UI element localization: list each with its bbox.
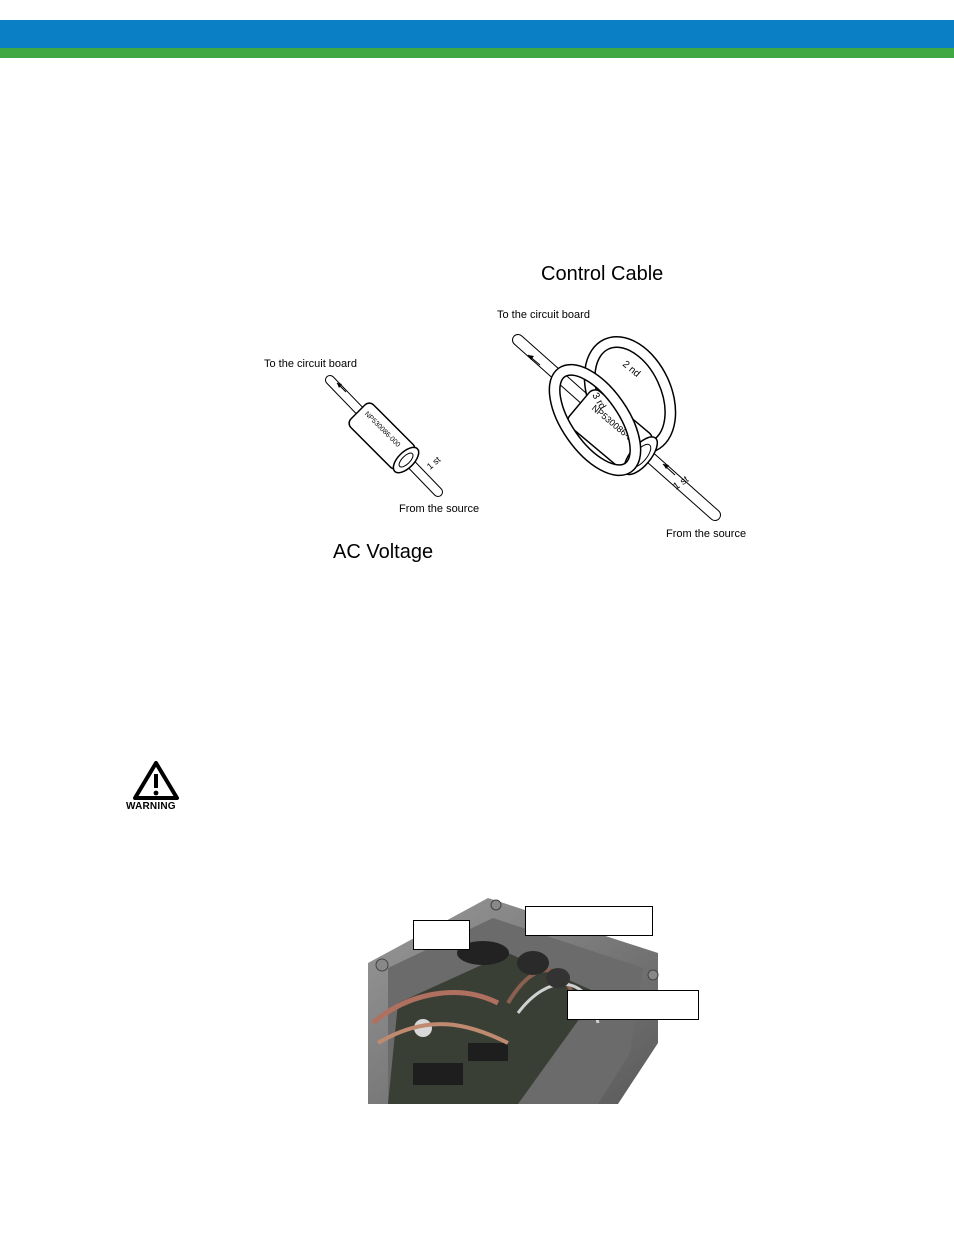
control-cable-title: Control Cable <box>541 263 664 285</box>
control-cable-ferrite-diagram: NP530086-000 2 nd 3 rd 1 st <box>512 334 721 521</box>
header-band-green <box>0 48 954 58</box>
control-cable-label-top: To the circuit board <box>497 309 590 321</box>
warning-label: WARNING <box>126 801 176 812</box>
header-band-blue <box>0 20 954 48</box>
warning-triangle-icon <box>133 761 179 800</box>
photo-callout-3 <box>567 990 699 1020</box>
photo-callout-1 <box>413 920 470 950</box>
turn-label-1st-ac: 1 st <box>425 454 443 471</box>
ac-voltage-label-bottom: From the source <box>399 503 480 515</box>
ac-voltage-label-top: To the circuit board <box>264 358 357 370</box>
ac-voltage-ferrite-diagram: NP530086-000 1 st <box>325 375 443 497</box>
turn-label-2nd: 2 nd <box>620 359 642 380</box>
ac-voltage-title: AC Voltage <box>333 541 434 563</box>
control-cable-label-bottom: From the source <box>666 528 747 540</box>
photo-callout-2 <box>525 906 653 936</box>
